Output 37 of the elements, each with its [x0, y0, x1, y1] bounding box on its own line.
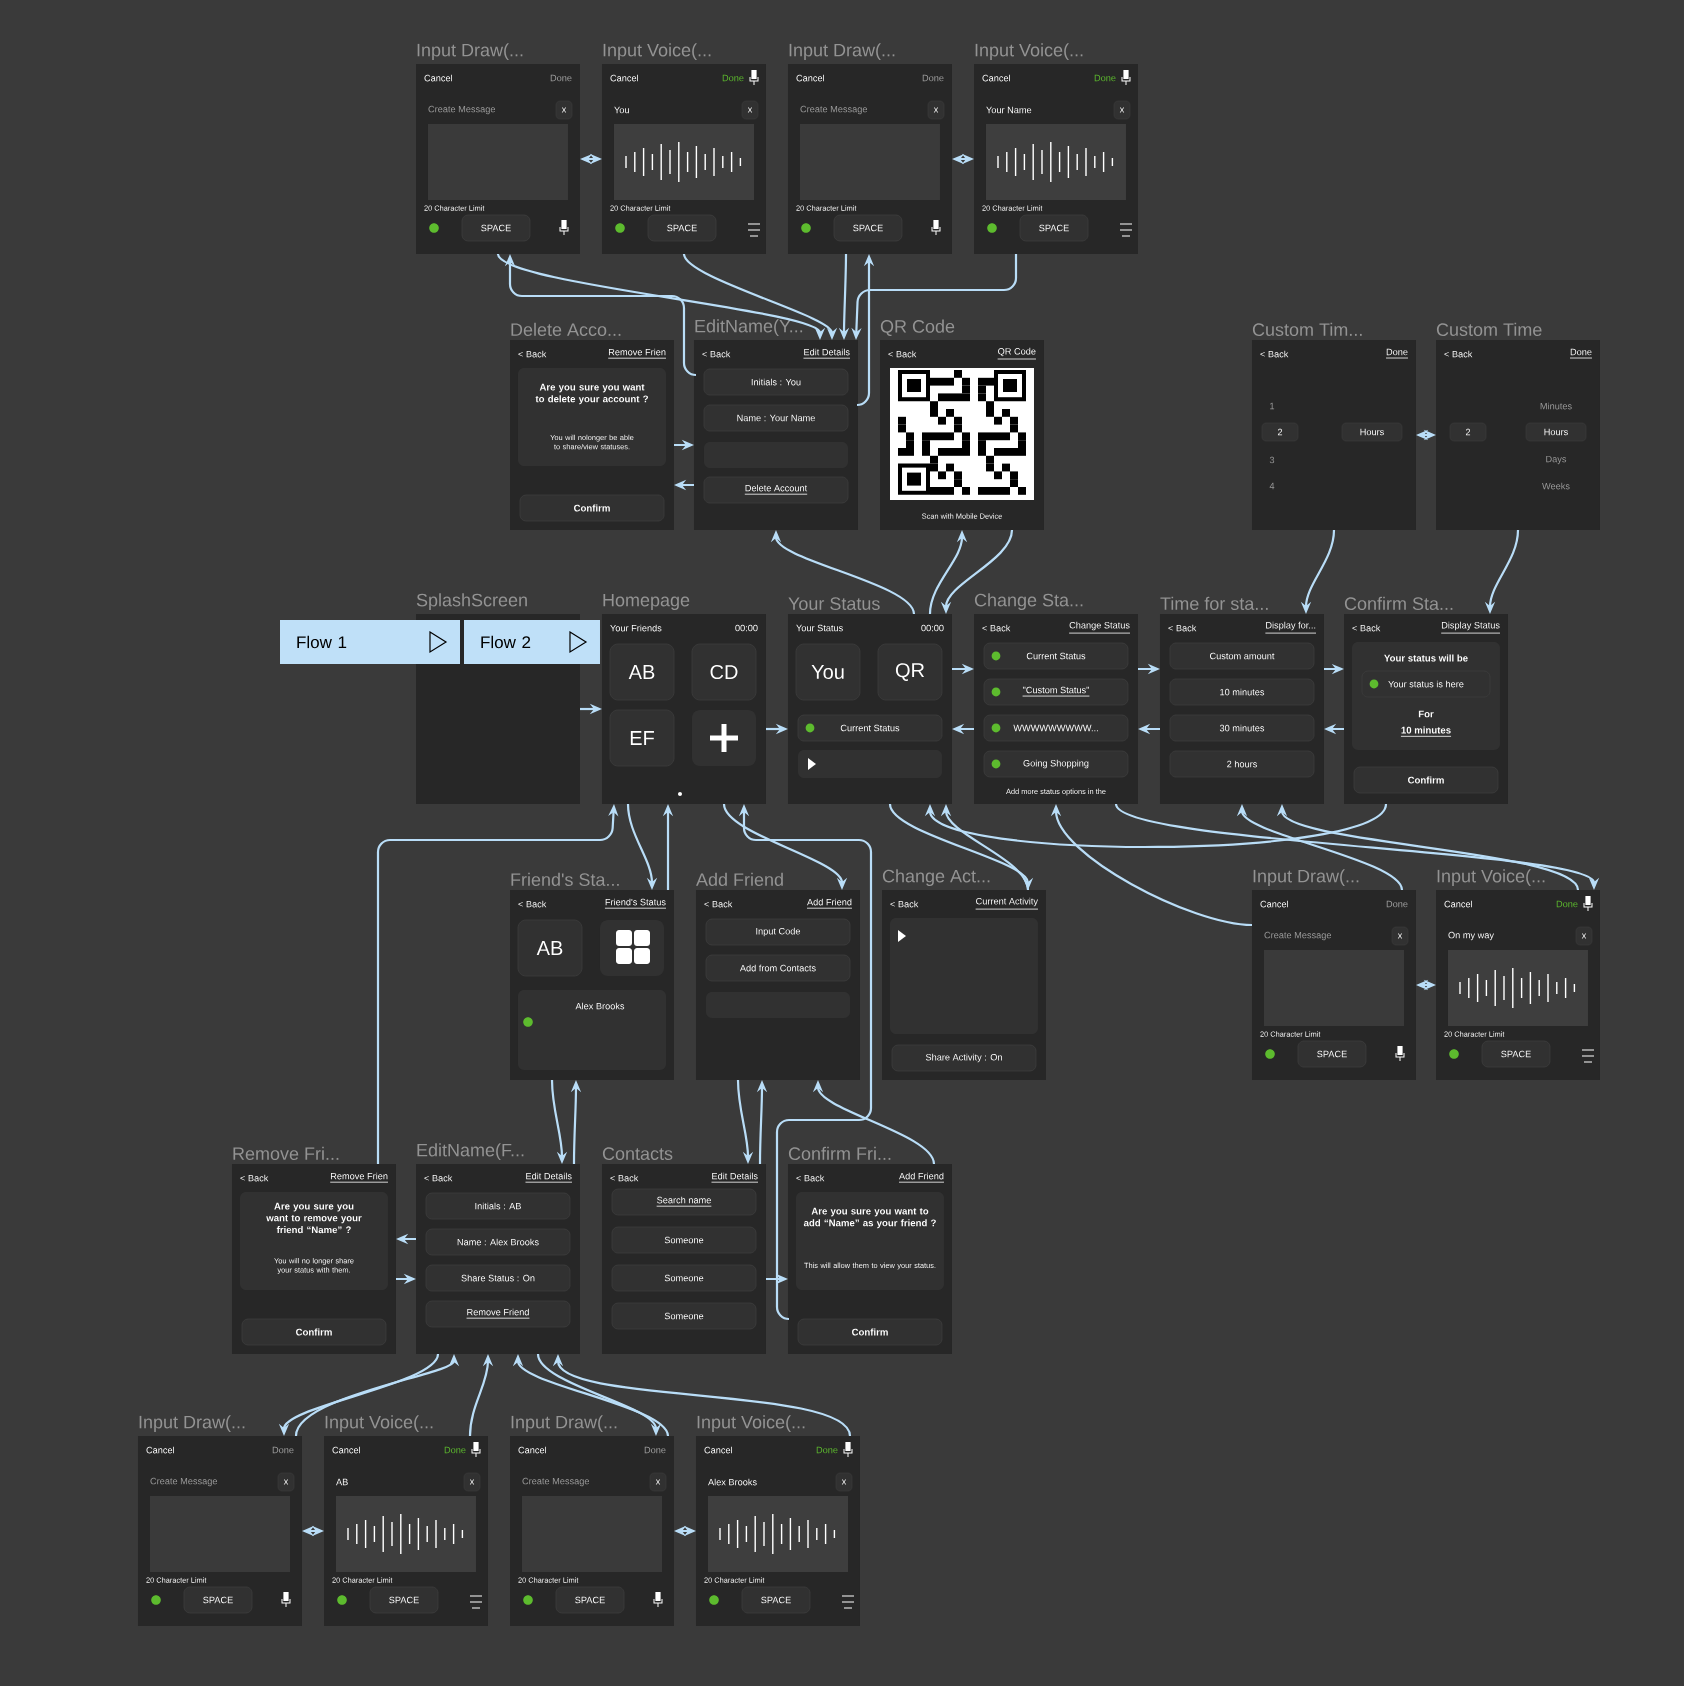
- screen-title: Input Voice(...: [697, 1415, 805, 1432]
- screen-title: Confirm Sta...: [1344, 596, 1453, 610]
- arrow: [924, 803, 1387, 848]
- screen-title: Change Act...: [882, 869, 990, 886]
- screen-title: Input Draw(...: [511, 1415, 617, 1432]
- flow-label: Flow 1: [280, 620, 460, 664]
- avatar-tile: AB: [609, 643, 675, 701]
- screen-title: SplashScreen: [416, 593, 527, 610]
- screen-title: Confirm Fri...: [788, 1146, 891, 1160]
- avatar-tile: AB: [517, 919, 583, 977]
- screen-title: Add Friend: [696, 872, 783, 886]
- screen-title: Input Voice(...: [603, 43, 711, 60]
- screen-title: Input Draw(...: [789, 43, 895, 60]
- screen-title: Input Draw(...: [417, 43, 523, 60]
- screen-title: Time for sta...: [1160, 596, 1268, 610]
- screen-title: Remove Fri...: [233, 1146, 339, 1160]
- avatar-tile: CD: [691, 643, 757, 701]
- screen-title: Input Voice(...: [975, 43, 1083, 60]
- avatar-tile: EF: [609, 709, 675, 767]
- screen-title: QR Code: [880, 319, 955, 336]
- screen-title: Contacts: [602, 1147, 673, 1160]
- screen-title: Custom Tim...: [1252, 322, 1362, 336]
- screen-title: Delete Acco...: [511, 322, 621, 336]
- screen-title: EditName(Y...: [695, 319, 803, 336]
- screen-title: Homepage: [603, 593, 690, 610]
- avatar-tile: QR: [877, 643, 943, 701]
- screen-title: Input Draw(...: [139, 1415, 245, 1432]
- screen-title: Change Sta...: [974, 593, 1083, 610]
- screen-title: Input Draw(...: [1253, 869, 1359, 886]
- avatar-tile: You: [795, 643, 861, 701]
- flow-label: Flow 2: [464, 620, 600, 664]
- screen-title: Friend's Sta...: [511, 872, 619, 886]
- screen-title: Input Voice(...: [1437, 869, 1545, 886]
- screen-title: Custom Time: [1436, 322, 1542, 336]
- screen-title: Your Status: [788, 597, 880, 610]
- screen-title: Input Voice(...: [325, 1415, 433, 1432]
- screen-title: EditName(F...: [417, 1143, 524, 1160]
